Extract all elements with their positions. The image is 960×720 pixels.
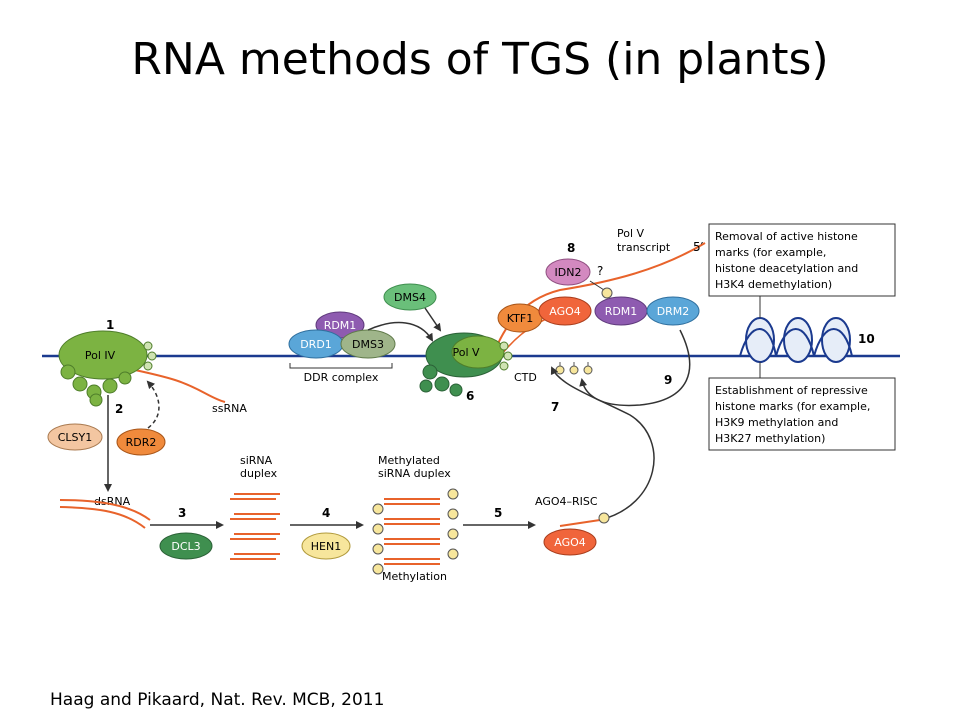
hen1-label: HEN1 (311, 540, 341, 553)
drd1-label: DRD1 (300, 338, 332, 351)
step-2: 2 (115, 402, 123, 416)
dsrna-strand-1 (59, 499, 151, 521)
histone-establish-line-3: H3K9 methylation and (715, 416, 838, 429)
sirna-duplexes (230, 493, 280, 560)
dcl3-blob (159, 532, 213, 560)
histone-establish-text: Establishment of repressive histone marks… (715, 384, 870, 445)
ago4-top-label: AGO4 (549, 305, 581, 318)
five-prime-label: 5′ (693, 240, 704, 254)
rdm1-left-label: RDM1 (324, 319, 357, 332)
histone-removal-line-4: H3K4 demethylation) (715, 278, 832, 291)
dms3-label: DMS3 (352, 338, 384, 351)
histone-establish-box (708, 377, 896, 451)
ago4-risc-sirna (559, 519, 601, 527)
citation: Haag and Pikaard, Nat. Rev. MCB, 2011 (50, 690, 385, 710)
dms4-label: DMS4 (394, 291, 426, 304)
pol-v-transcript-rna (487, 242, 706, 371)
histone-removal-line-1: Removal of active histone (715, 230, 858, 243)
pol-v-complex (419, 332, 513, 397)
histone-removal-line-3: histone deacetylation and (715, 262, 858, 275)
arrow-ddr-to-pol-v (367, 321, 434, 342)
histone-removal-text: Removal of active histone marks (for exam… (715, 230, 858, 291)
pol-v-transcript-label-2: transcript (617, 241, 671, 254)
step-numbers: 1 2 3 4 5 6 7 8 9 10 (106, 241, 875, 520)
step-4: 4 (322, 506, 330, 520)
arrow-step-7 (550, 366, 655, 521)
ddr-complex-label: DDR complex (304, 371, 379, 384)
ktf1-label: KTF1 (507, 312, 533, 325)
drm2-blob (646, 296, 700, 326)
step-9: 9 (664, 373, 672, 387)
idn2-label: IDN2 (555, 266, 582, 279)
rdr2-label: RDR2 (126, 436, 157, 449)
ssrna-label: ssRNA (212, 402, 247, 415)
sirna-duplex-label-1: siRNA (240, 454, 273, 467)
step-8: 8 (567, 241, 575, 255)
dms4-blob (383, 283, 437, 311)
ago4-top-blob (538, 296, 592, 326)
methylated-sirna-duplexes (372, 488, 459, 575)
pol-iv-label: Pol IV (85, 349, 116, 362)
slide-title: RNA methods of TGS (in plants) (131, 34, 829, 85)
clsy1-blob (47, 423, 103, 451)
sirna-duplex-label-2: duplex (240, 467, 278, 480)
ago4-bottom-blob (543, 528, 597, 556)
histone-establish-line-1: Establishment of repressive (715, 384, 868, 397)
idn2-question-mark: ? (597, 264, 603, 278)
ago4-risc-methyl-ball (598, 512, 610, 524)
step-1: 1 (106, 318, 114, 332)
ctd-label: CTD (514, 371, 537, 384)
arrow-step-9 (579, 329, 691, 407)
drm2-label: DRM2 (657, 305, 690, 318)
methylation-label: Methylation (382, 570, 447, 583)
rdr2-dashed-arrow (146, 380, 160, 429)
pol-iv-complex (58, 330, 157, 407)
histone-establish-line-4: H3K27 methylation) (715, 432, 825, 445)
rdr2-blob (116, 428, 166, 456)
pol-v-label: Pol V (452, 346, 480, 359)
methylated-label-2: siRNA duplex (378, 467, 451, 480)
idn2-blob (545, 258, 591, 286)
step-6: 6 (466, 389, 474, 403)
ddr-complex-bracket (289, 363, 393, 369)
ago4-bottom-label: AGO4 (554, 536, 586, 549)
histone-removal-box (708, 223, 896, 297)
step-3: 3 (178, 506, 186, 520)
methylated-label-1: Methylated (378, 454, 440, 467)
dcl3-label: DCL3 (171, 540, 200, 553)
hen1-blob (301, 532, 351, 560)
dsrna-strand-2 (59, 506, 146, 529)
arrow-dms4-to-pol-v (424, 307, 442, 332)
rdm1-right-label: RDM1 (605, 305, 638, 318)
clsy1-label: CLSY1 (58, 431, 93, 444)
ago4-sirna-balls (555, 362, 593, 375)
step-7: 7 (551, 400, 559, 414)
idn2-methyl-ball (601, 287, 613, 299)
nucleosomes (739, 317, 853, 363)
step-10: 10 (858, 332, 875, 346)
ago4-risc-label: AGO4–RISC (535, 495, 598, 508)
idn2-linker (589, 280, 605, 291)
histone-removal-line-2: marks (for example, (715, 246, 826, 259)
step-5: 5 (494, 506, 502, 520)
pol-v-transcript-label-1: Pol V (617, 227, 645, 240)
histone-establish-line-2: histone marks (for example, (715, 400, 870, 413)
dsrna-label: dsRNA (94, 495, 131, 508)
